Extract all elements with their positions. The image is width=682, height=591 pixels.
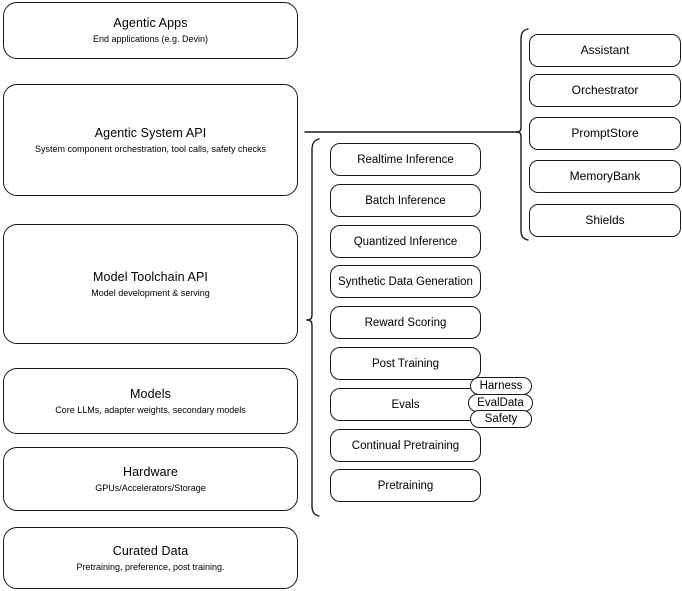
capability-box-pretraining[interactable]: Pretraining xyxy=(330,469,481,502)
brace-system-components-lower xyxy=(515,131,529,241)
component-label: MemoryBank xyxy=(569,169,641,183)
layer-subtitle: System component orchestration, tool cal… xyxy=(34,143,267,154)
evals-tag-harness[interactable]: Harness xyxy=(470,377,532,395)
evals-tag-label: EvalData xyxy=(477,397,524,409)
evals-tag-safety[interactable]: Safety xyxy=(470,410,532,428)
layer-subtitle: GPUs/Accelerators/Storage xyxy=(95,482,206,493)
layer-title: Agentic Apps xyxy=(113,16,188,30)
brace-toolchain-capabilities-lower xyxy=(306,319,320,517)
layer-subtitle: End applications (e.g. Devin) xyxy=(92,34,209,44)
layer-box-agentic-system-api[interactable]: Agentic System API System component orch… xyxy=(3,84,298,196)
layer-subtitle: Model development & serving xyxy=(91,287,210,298)
capability-label: Continual Pretraining xyxy=(351,439,460,452)
layer-box-curated-data[interactable]: Curated Data Pretraining, preference, po… xyxy=(3,527,298,589)
capability-box-post-training[interactable]: Post Training xyxy=(330,347,481,380)
layer-box-models[interactable]: Models Core LLMs, adapter weights, secon… xyxy=(3,368,298,434)
evals-tag-label: Safety xyxy=(484,413,518,425)
component-box-shields[interactable]: Shields xyxy=(529,204,681,237)
layer-subtitle: Pretraining, preference, post training. xyxy=(76,561,225,572)
brace-toolchain-capabilities-upper xyxy=(306,138,320,321)
layer-title: Hardware xyxy=(123,464,178,479)
capability-box-synthetic-data-generation[interactable]: Synthetic Data Generation xyxy=(330,265,481,298)
capability-label: Realtime Inference xyxy=(357,153,454,166)
capability-label: Evals xyxy=(391,398,420,411)
component-box-promptstore[interactable]: PromptStore xyxy=(529,117,681,150)
evals-tag-label: Harness xyxy=(479,380,523,392)
component-label: Assistant xyxy=(580,43,630,57)
component-box-orchestrator[interactable]: Orchestrator xyxy=(529,74,681,107)
capability-label: Batch Inference xyxy=(365,194,446,207)
layer-box-hardware[interactable]: Hardware GPUs/Accelerators/Storage xyxy=(3,447,298,511)
capability-label: Synthetic Data Generation xyxy=(338,275,473,288)
layer-box-agentic-apps[interactable]: Agentic Apps End applications (e.g. Devi… xyxy=(3,2,298,59)
layer-subtitle: Core LLMs, adapter weights, secondary mo… xyxy=(55,404,246,415)
capability-box-realtime-inference[interactable]: Realtime Inference xyxy=(330,143,481,176)
component-box-memorybank[interactable]: MemoryBank xyxy=(529,160,681,193)
capability-box-batch-inference[interactable]: Batch Inference xyxy=(330,184,481,217)
component-label: Orchestrator xyxy=(571,83,639,97)
capability-label: Reward Scoring xyxy=(364,316,447,329)
layer-title: Agentic System API xyxy=(94,125,207,140)
component-label: PromptStore xyxy=(571,126,639,140)
capability-label: Pretraining xyxy=(377,479,434,492)
component-box-assistant[interactable]: Assistant xyxy=(529,34,681,67)
brace-system-components-upper xyxy=(515,28,529,133)
component-label: Shields xyxy=(585,213,625,227)
layer-title: Model Toolchain API xyxy=(93,269,208,284)
capability-box-reward-scoring[interactable]: Reward Scoring xyxy=(330,306,481,339)
layer-box-model-toolchain-api[interactable]: Model Toolchain API Model development & … xyxy=(3,224,298,344)
layer-title: Curated Data xyxy=(112,543,189,558)
capability-label: Quantized Inference xyxy=(353,235,458,248)
capability-box-evals[interactable]: Evals xyxy=(330,388,481,421)
capability-box-continual-pretraining[interactable]: Continual Pretraining xyxy=(330,429,481,462)
layer-title: Models xyxy=(130,386,171,401)
capability-box-quantized-inference[interactable]: Quantized Inference xyxy=(330,225,481,258)
capability-label: Post Training xyxy=(371,357,440,370)
